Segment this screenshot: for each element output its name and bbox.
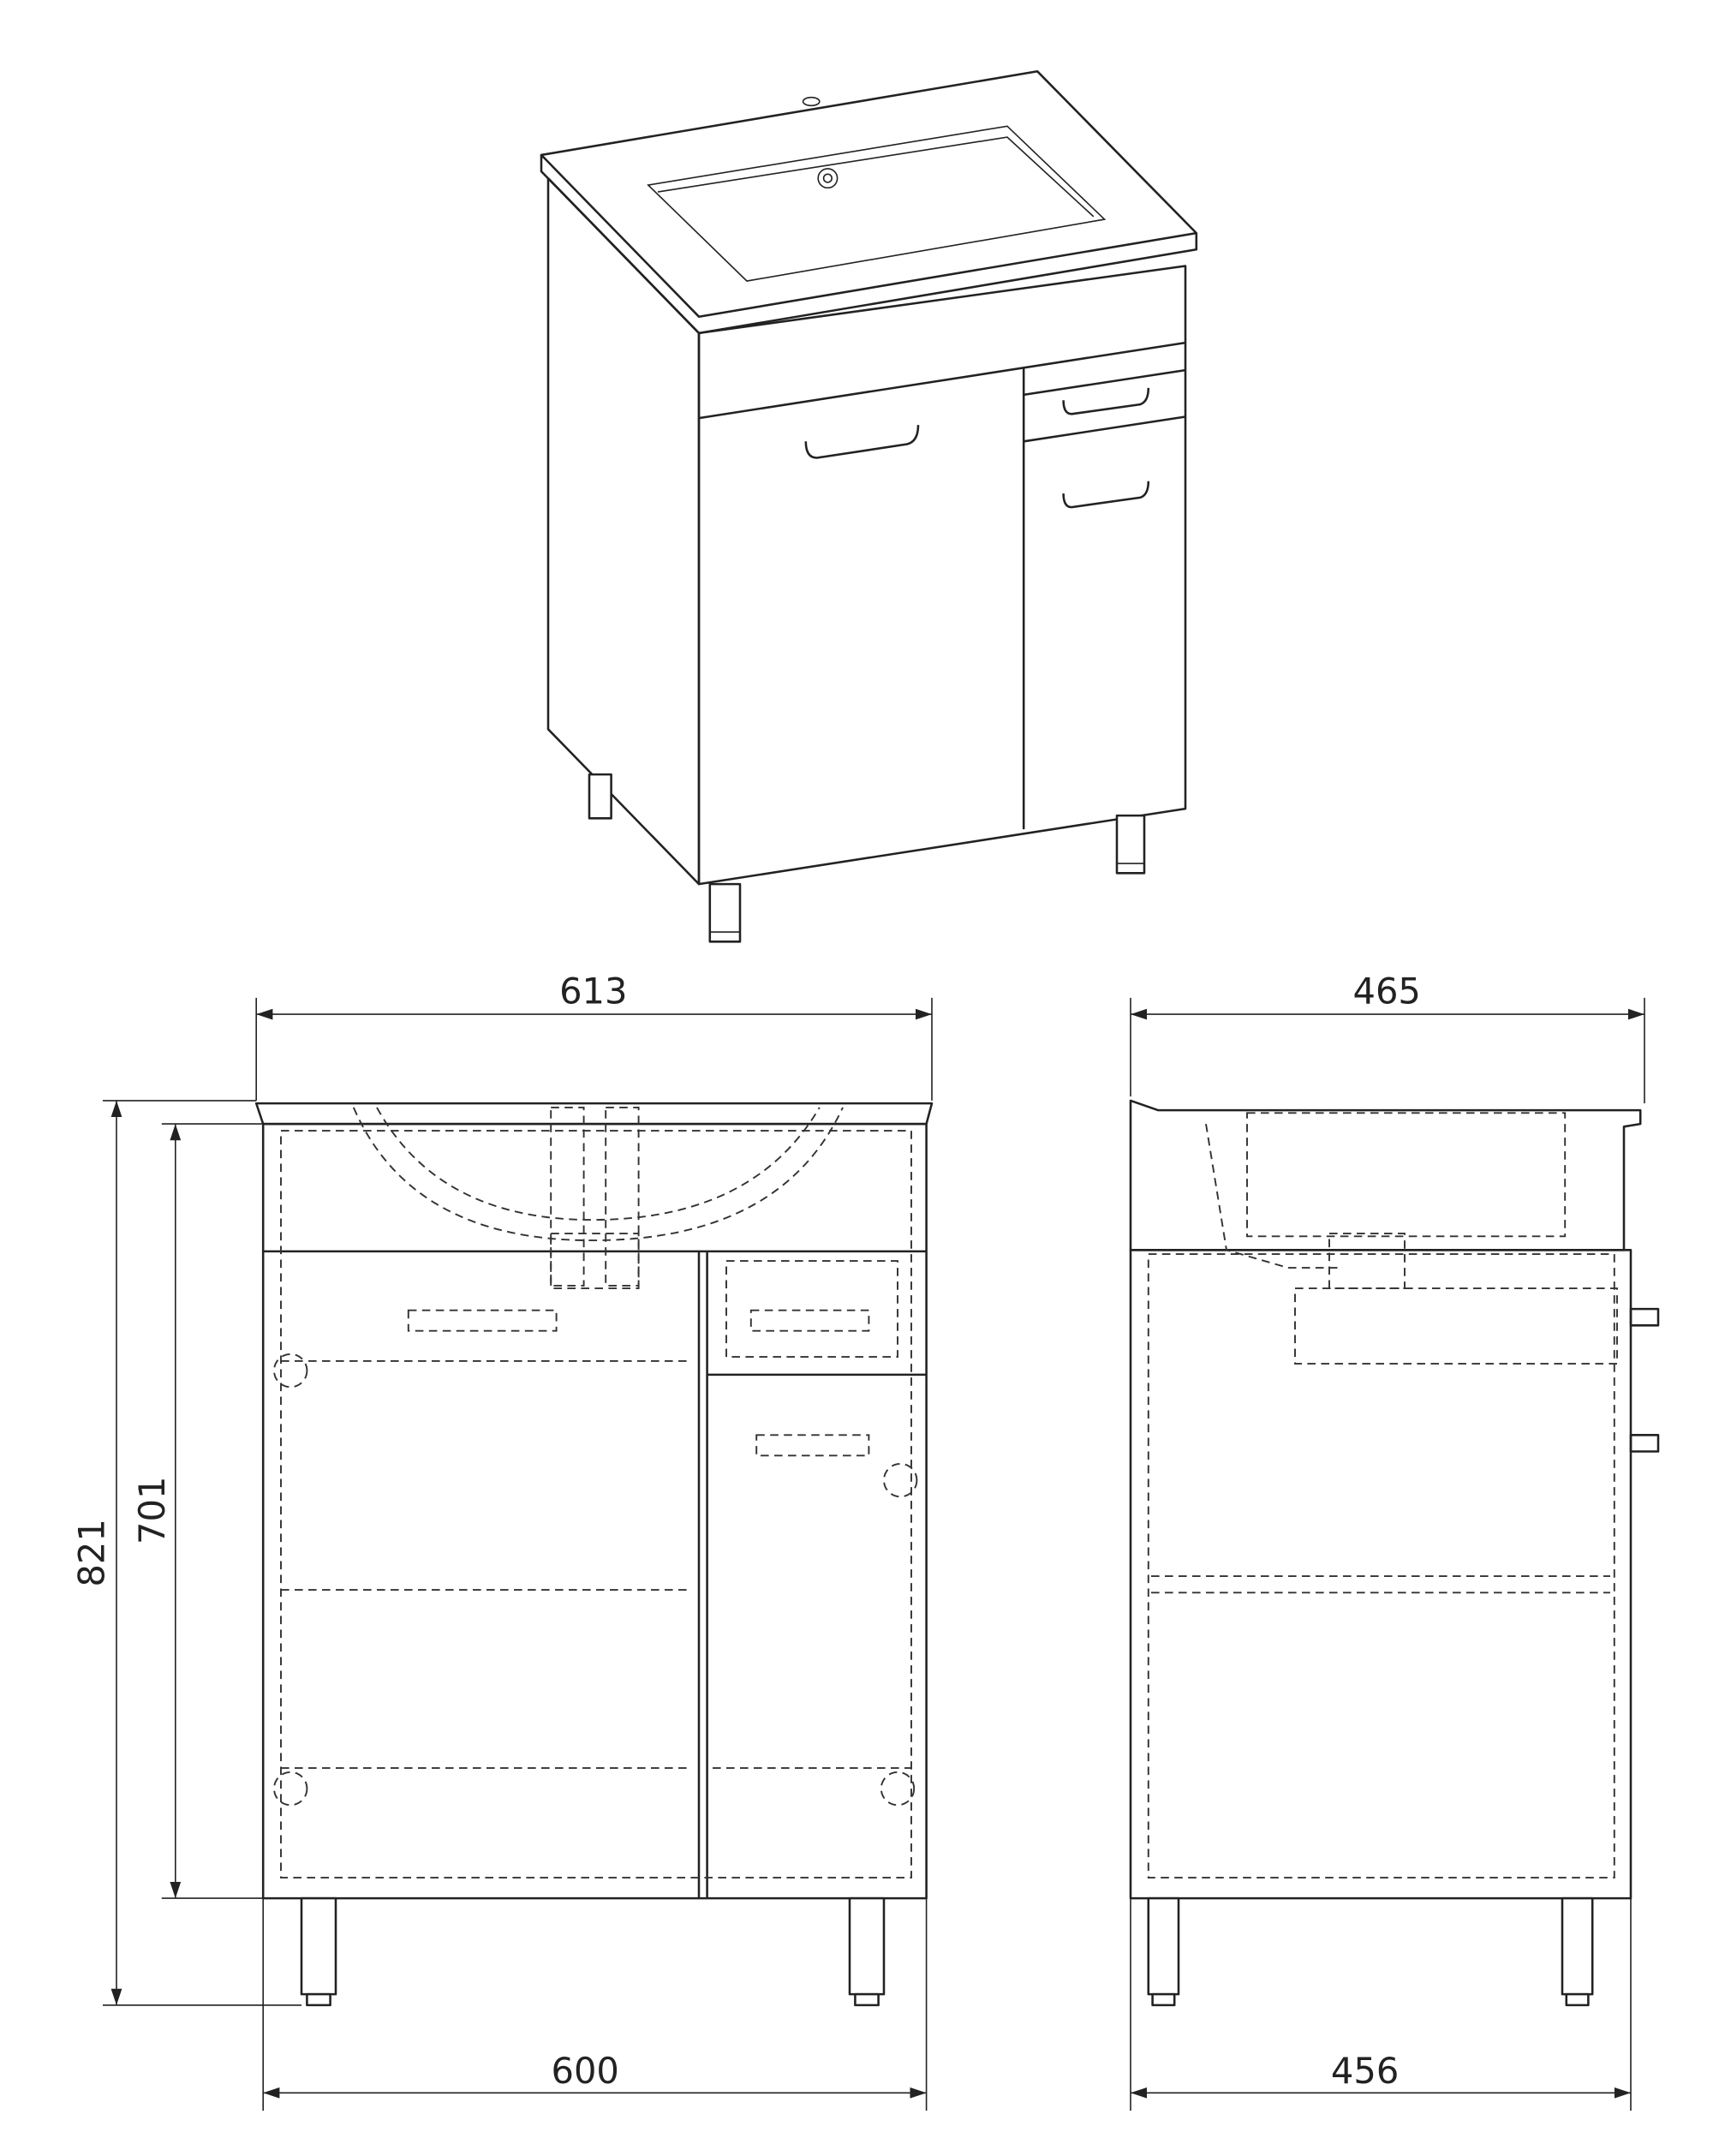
dimension-label: 821 — [71, 1519, 113, 1586]
handle-hidden — [407, 1309, 558, 1332]
dimension-label: 600 — [552, 2050, 619, 2092]
legs — [588, 773, 1146, 943]
dimension-456: 456 — [1130, 1898, 1632, 2111]
countertop-top — [540, 70, 1198, 318]
cabinet-front — [697, 265, 1187, 886]
cabinet-body-front — [261, 1122, 928, 1900]
dimension-613: 613 — [255, 970, 933, 1101]
dimension-label: 465 — [1353, 970, 1421, 1012]
front-view — [254, 1102, 934, 2007]
dimension-701: 701 — [131, 1123, 264, 1899]
dimension-465: 465 — [1130, 970, 1645, 1104]
dimension-821: 821 — [71, 1100, 301, 2006]
cabinet-body-side — [1129, 1249, 1632, 1900]
dimension-label: 613 — [559, 970, 627, 1012]
drain-icon — [817, 168, 839, 189]
drawer-handle — [1062, 387, 1150, 415]
door-handle — [804, 425, 920, 459]
side-view — [1129, 1099, 1660, 2007]
leg-left — [300, 1896, 337, 1996]
countertop-side — [1129, 1099, 1642, 1251]
dimension-600: 600 — [262, 1898, 928, 2111]
countertop-front — [254, 1102, 934, 1126]
basin — [647, 125, 1107, 282]
faucet-hole — [802, 96, 821, 107]
leg-right — [848, 1896, 886, 1996]
door-handle-right — [1062, 481, 1150, 509]
handle-side — [1629, 1307, 1660, 1327]
dimension-label: 456 — [1331, 2050, 1399, 2092]
isometric-view — [540, 70, 1198, 943]
dimension-label: 701 — [131, 1477, 173, 1544]
